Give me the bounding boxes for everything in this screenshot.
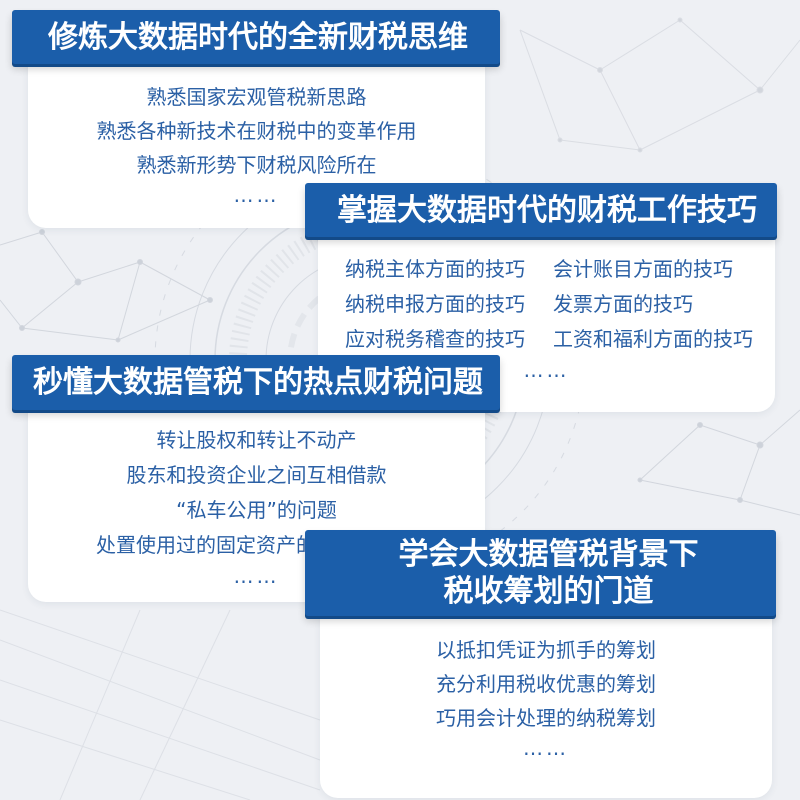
card-title-line: 学会大数据管税背景下 (398, 537, 699, 572)
more-ellipsis: …… (233, 183, 280, 207)
list-item: 转让股权和转让不动产 (156, 428, 357, 452)
list-item: 纳税申报方面的技巧 (345, 292, 525, 316)
list-item: 以抵扣凭证为抓手的筹划 (436, 638, 656, 662)
list-item: 股东和投资企业之间互相借款 (126, 463, 387, 487)
more-ellipsis: …… (233, 564, 280, 588)
more-ellipsis: …… (523, 736, 569, 760)
list-item: “私车公用”的问题 (176, 498, 337, 522)
network-lines-left (0, 229, 213, 343)
list-item: 应对税务稽查的技巧 (345, 327, 525, 351)
list-item: 充分利用税收优惠的筹划 (436, 672, 656, 696)
card-title-line: 税收筹划的门道 (443, 574, 654, 609)
card-item-list: 纳税主体方面的技巧 纳税申报方面的技巧 应对税务稽查的技巧 会计账目方面的技巧 … (318, 252, 775, 392)
list-item: 熟悉各种新技术在财税中的变革作用 (96, 119, 417, 143)
card-title: 秒懂大数据管税下的热点财税问题 (33, 365, 483, 400)
list-item: 巧用会计处理的纳税筹划 (436, 706, 656, 730)
more-ellipsis: …… (523, 358, 570, 382)
more-row: …… (318, 357, 775, 392)
list-item: 工资和福利方面的技巧 (553, 327, 753, 351)
card-item-list: 以抵扣凭证为抓手的筹划 充分利用税收优惠的筹划 巧用会计处理的纳税筹划 …… (320, 633, 772, 769)
card-banner: 秒懂大数据管税下的热点财税问题 (12, 355, 500, 410)
card-item-list: 转让股权和转让不动产 股东和投资企业之间互相借款 “私车公用”的问题 处置使用过… (28, 423, 485, 598)
card-banner: 修炼大数据时代的全新财税思维 (12, 10, 500, 64)
list-item: 发票方面的技巧 (553, 292, 693, 316)
network-lines-right (637, 409, 800, 516)
card-banner: 掌握大数据时代的财税工作技巧 (305, 183, 777, 237)
list-item: 熟悉国家宏观管税新思路 (146, 85, 367, 109)
card-title: 修炼大数据时代的全新财税思维 (48, 19, 468, 55)
list-item: 纳税主体方面的技巧 (345, 257, 525, 281)
network-lines-top-right (519, 17, 800, 153)
card-item-list: 熟悉国家宏观管税新思路 熟悉各种新技术在财税中的变革作用 熟悉新形势下财税风险所… (28, 80, 485, 216)
list-item: 处置使用过的固定资产的 (96, 533, 316, 557)
list-item: 熟悉新形势下财税风险所在 (136, 153, 377, 177)
list-item: 会计账目方面的技巧 (553, 257, 733, 281)
card-hot-issues: 秒懂大数据管税下的热点财税问题 转让股权和转让不动产 股东和投资企业之间互相借款… (12, 355, 500, 603)
card-tax-planning: 学会大数据管税背景下 税收筹划的门道 以抵扣凭证为抓手的筹划 充分利用税收优惠的… (305, 530, 776, 798)
item-column-right: 会计账目方面的技巧 发票方面的技巧 工资和福利方面的技巧 (553, 252, 753, 357)
card-banner: 学会大数据管税背景下 税收筹划的门道 (305, 530, 776, 616)
card-title: 掌握大数据时代的财税工作技巧 (337, 192, 757, 228)
item-column-left: 纳税主体方面的技巧 纳税申报方面的技巧 应对税务稽查的技巧 (345, 252, 525, 357)
perspective-lines-bottom-left (0, 609, 321, 800)
